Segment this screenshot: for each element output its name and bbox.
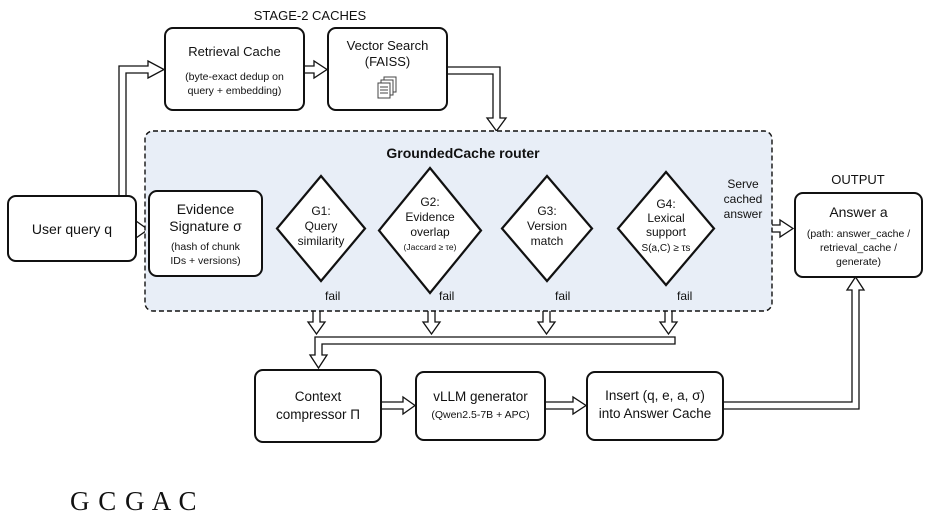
fail-label-g4: fail: [677, 289, 692, 303]
gate-g1-line2: Query: [305, 219, 338, 233]
user-query-box: [7, 195, 137, 262]
evidence-title-2: Signature σ: [169, 218, 242, 234]
retrieval-cache-box: [164, 27, 305, 111]
insert-line-2: into Answer Cache: [599, 406, 712, 421]
vector-search-title-1: Vector Search: [347, 38, 429, 53]
compressor-line-2: compressor Π: [276, 407, 360, 422]
evidence-desc-2: IDs + versions): [170, 255, 240, 267]
stage2-heading: STAGE-2 CACHES: [254, 8, 367, 23]
retrieval-cache-title: Retrieval Cache: [188, 44, 281, 59]
arrow-retrieval-to-vector: [303, 59, 329, 80]
fail-label-g2: fail: [439, 289, 454, 303]
evidence-title-1: Evidence: [177, 201, 235, 217]
answer-desc-2: retrieval_cache /: [820, 242, 897, 254]
gate-g1-diamond: [275, 174, 367, 283]
gate-g3-line1: G3:: [537, 204, 556, 218]
retrieval-cache-desc-2: query + embedding): [188, 85, 282, 97]
gate-g3-line3: match: [531, 234, 564, 248]
arrow-generator-to-insert: [544, 395, 588, 416]
gate-g4-line3: support: [646, 225, 687, 239]
gate-g2-line3: overlap: [410, 225, 450, 239]
evidence-signature-box: [148, 190, 263, 277]
user-query-label: User query q: [32, 221, 112, 237]
arrow-fail-collector: [308, 336, 676, 370]
serve-label-1: Serve: [727, 177, 759, 191]
fail-label-g1: fail: [325, 289, 340, 303]
gate-g4-line4: S(a,C) ≥ τs: [642, 243, 691, 254]
router-title: GroundedCache router: [386, 145, 540, 161]
vllm-generator-box: [415, 371, 546, 441]
gate-g1-line1: G1:: [311, 204, 330, 218]
vector-search-box: [327, 27, 448, 111]
gate-g4-diamond: [616, 170, 716, 287]
context-compressor-box: [254, 369, 382, 443]
generator-line-2: (Qwen2.5-7B + APC): [431, 409, 529, 421]
gate-g3-line2: Version: [527, 219, 567, 233]
vector-search-title-2: (FAISS): [365, 54, 411, 69]
gate-g4-line1: G4:: [656, 197, 675, 211]
answer-box: [794, 192, 923, 278]
gate-g1-line3: similarity: [298, 234, 345, 248]
arrow-insert-to-output: [722, 275, 866, 410]
gate-g2-line1: G2:: [420, 195, 439, 209]
generator-line-1: vLLM generator: [433, 389, 528, 404]
gate-g2-line2: Evidence: [405, 210, 455, 224]
compressor-line-1: Context: [295, 389, 342, 404]
serve-label-2: cached: [724, 192, 763, 206]
gate-g2-line4: (Jaccard ≥ τe): [404, 242, 457, 252]
fail-label-g3: fail: [555, 289, 570, 303]
figure-caption-fragment: G C G A C: [70, 486, 198, 516]
answer-title: Answer a: [829, 204, 888, 220]
answer-desc-3: generate): [836, 256, 881, 268]
gate-g3-diamond: [500, 174, 594, 283]
gate-g4-line2: Lexical: [647, 211, 684, 225]
retrieval-cache-desc-1: (byte-exact dedup on: [185, 71, 284, 83]
arrow-compressor-to-generator: [380, 395, 417, 416]
insert-line-1: Insert (q, e, a, σ): [605, 388, 705, 403]
arrow-vector-to-router: [446, 66, 508, 133]
gate-g2-diamond: [377, 166, 483, 295]
output-heading: OUTPUT: [831, 172, 885, 187]
answer-desc-1: (path: answer_cache /: [807, 228, 910, 240]
documents-icon: [377, 76, 397, 99]
insert-answer-cache-box: [586, 371, 724, 441]
serve-label-3: answer: [724, 207, 763, 221]
evidence-desc-1: (hash of chunk: [171, 241, 241, 253]
